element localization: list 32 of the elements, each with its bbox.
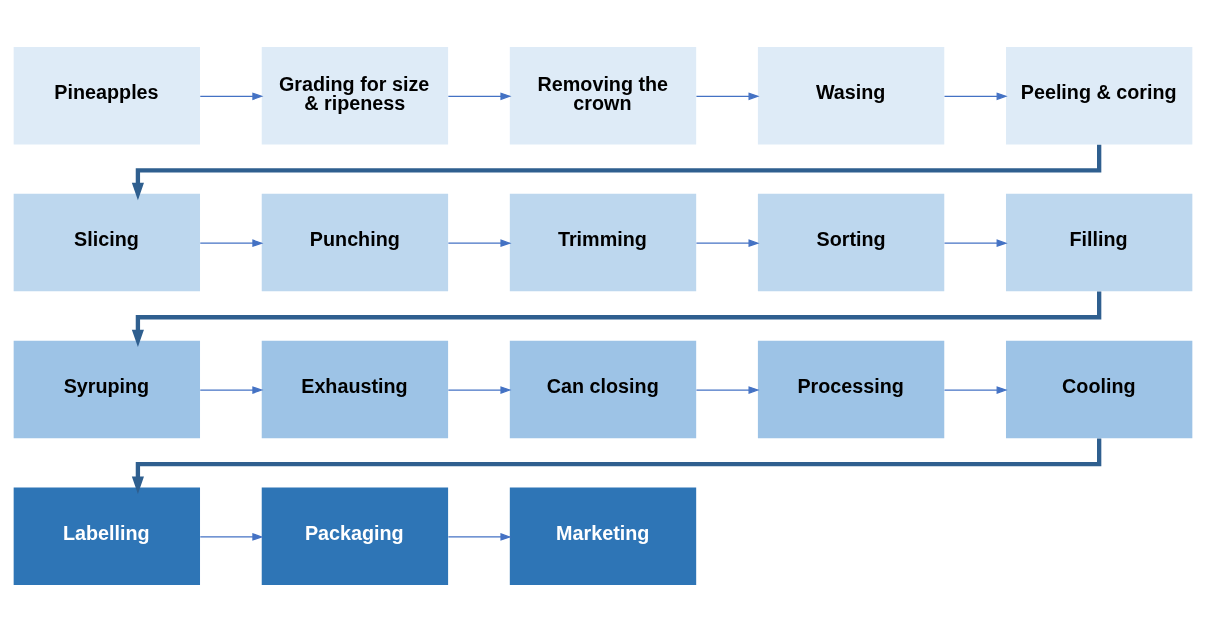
arrow [447, 386, 512, 394]
arrow [943, 239, 1008, 248]
node-box: Slicing [13, 193, 200, 292]
node-box: Peeling & coring [1006, 46, 1193, 145]
arrow [943, 92, 1008, 101]
node-box: Processing [757, 340, 945, 439]
node-box: Sorting [757, 193, 945, 292]
node-box: Wasing [757, 46, 945, 145]
node-box: Cooling [1006, 340, 1193, 439]
arrow [695, 239, 760, 248]
node-box: Filling [1006, 193, 1193, 292]
node-box: Grading for size & ripeness [261, 46, 449, 145]
arrow [447, 92, 512, 101]
node-box: Packaging [261, 487, 449, 586]
arrow [447, 533, 512, 541]
node-box: Can closing [509, 340, 697, 439]
node-box: Marketing [509, 487, 697, 586]
node-box: Labelling [13, 487, 200, 586]
arrow [199, 386, 264, 394]
arrow [199, 239, 264, 248]
arrow [943, 386, 1008, 394]
arrow [695, 92, 760, 101]
node-box: Pineapples [13, 46, 200, 145]
arrow [447, 239, 512, 248]
node-box: Syruping [13, 340, 200, 439]
arrow [199, 533, 264, 541]
node-box: Trimming [509, 193, 697, 292]
arrow [695, 386, 760, 394]
node-box: Exhausting [261, 340, 449, 439]
arrow [199, 92, 264, 101]
node-box: Punching [261, 193, 449, 292]
node-box: Removing the crown [509, 46, 697, 145]
